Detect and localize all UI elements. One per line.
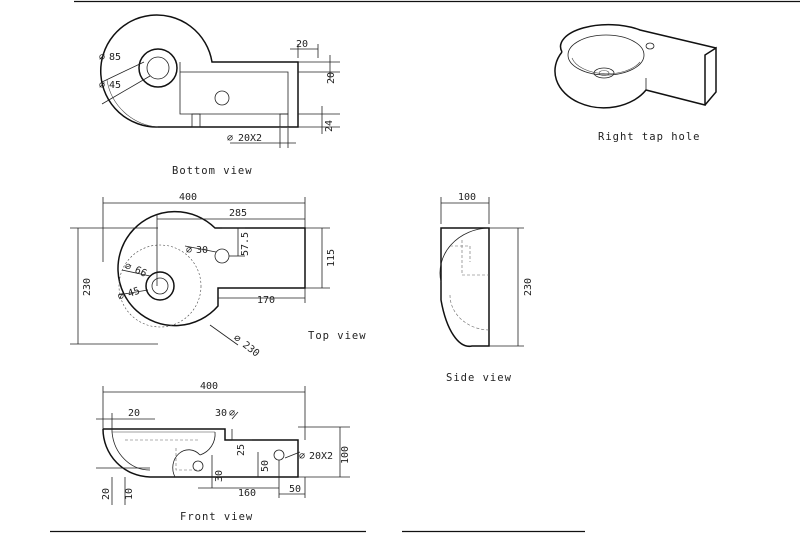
front-w50-label: 50: [289, 484, 301, 495]
front-h50-label: 50: [260, 460, 271, 472]
bottom-view: ∅ 85 ∅ 45 20 20 24 ∅ 20X2 Bottom view: [99, 14, 340, 177]
front-d30-label: 30: [215, 408, 227, 419]
side-w100-label: 100: [458, 192, 476, 203]
front-w20-label: 20: [128, 408, 140, 419]
bottom-foot-symbol: ∅: [227, 133, 233, 144]
front-h20-label: 20: [101, 488, 112, 500]
top-d66-label: 66: [133, 265, 149, 280]
bottom-d85-label: 85: [109, 52, 121, 63]
front-h25-label: 25: [236, 444, 247, 456]
front-view: 400 20 30 ∅ 25 50 100 ∅ 20X2 30 20 10 16…: [96, 381, 351, 523]
top-w285-label: 285: [229, 208, 247, 219]
top-h230-label: 230: [82, 278, 93, 296]
front-w400-label: 400: [200, 381, 218, 392]
bottom-d45-label: 45: [109, 80, 121, 91]
top-view-dimensions: [70, 197, 330, 346]
side-view-caption: Side view: [446, 372, 512, 384]
side-h230-label: 230: [523, 278, 534, 296]
bottom-view-caption: Bottom view: [172, 165, 253, 177]
front-view-dimensions: [96, 386, 350, 505]
top-view-labels: 400 285 170 230 115 57.5 ∅ 30 ∅ 66 ∅ 45 …: [82, 192, 367, 360]
front-d30-symbol: ∅: [229, 408, 235, 419]
bottom-w20-label: 20: [296, 39, 308, 50]
front-view-labels: 400 20 30 ∅ 25 50 100 ∅ 20X2 30 20 10 16…: [101, 381, 351, 523]
isometric-basin: [554, 23, 717, 109]
top-h115-label: 115: [326, 249, 337, 267]
isometric-caption: Right tap hole: [598, 131, 701, 143]
top-w170-label: 170: [257, 295, 275, 306]
top-d30-label: 30: [196, 245, 208, 256]
top-r230-label: 230: [240, 340, 261, 360]
front-view-outline: [102, 428, 299, 478]
top-d66-symbol: ∅: [123, 261, 133, 274]
top-view: 400 285 170 230 115 57.5 ∅ 30 ∅ 66 ∅ 45 …: [70, 192, 367, 360]
top-v57-label: 57.5: [240, 232, 251, 256]
front-view-caption: Front view: [180, 511, 253, 523]
front-v30-label: 30: [214, 470, 225, 482]
bottom-foot-label: 20X2: [238, 133, 262, 144]
front-h10-label: 10: [124, 488, 135, 500]
bottom-d85-symbol: ∅: [99, 52, 105, 63]
top-w400-label: 400: [179, 192, 197, 203]
front-hole-label: 20X2: [309, 451, 333, 462]
isometric-view: Right tap hole: [554, 23, 717, 143]
bottom-view-labels: ∅ 85 ∅ 45 20 20 24 ∅ 20X2 Bottom view: [99, 39, 337, 177]
side-view-dimensions: [440, 197, 524, 347]
bottom-d45-symbol: ∅: [99, 80, 105, 91]
front-hole-symbol: ∅: [299, 451, 305, 462]
top-d45-label: 45: [127, 286, 142, 300]
sheet-border: [50, 0, 800, 533]
side-view-labels: 100 230 Side view: [446, 192, 534, 384]
bottom-h24-label: 24: [324, 120, 335, 132]
top-d45-symbol: ∅: [117, 291, 126, 303]
bottom-h20-label: 20: [326, 72, 337, 84]
top-r230-symbol: ∅: [231, 333, 243, 345]
side-view-outline: [439, 227, 490, 348]
front-w160-label: 160: [238, 488, 256, 499]
top-d30-symbol: ∅: [186, 245, 192, 256]
bottom-view-outline: [100, 14, 299, 128]
bottom-view-dimensions: [101, 44, 340, 148]
top-view-caption: Top view: [308, 330, 367, 342]
side-view: 100 230 Side view: [439, 192, 534, 384]
front-h100-label: 100: [340, 446, 351, 464]
